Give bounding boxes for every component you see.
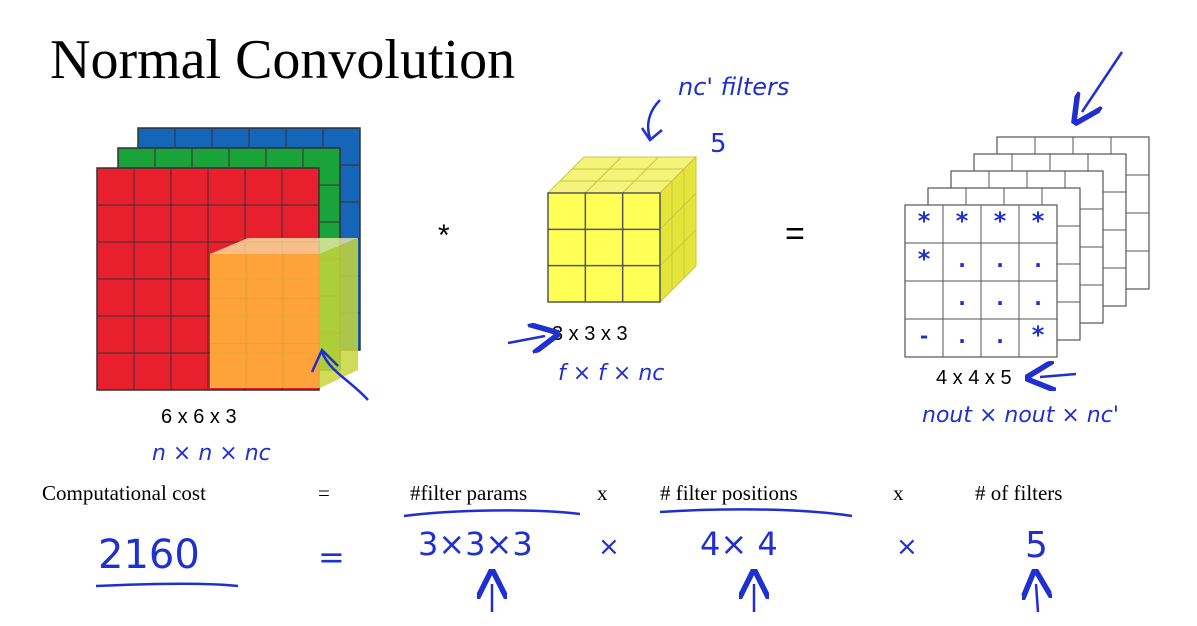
- total-cost-value: 2160: [98, 532, 200, 578]
- filter-params-underline: [403, 509, 581, 518]
- conv-operator: *: [438, 219, 450, 252]
- output-cell-mark: .: [996, 324, 1004, 348]
- output-cell-mark: *: [918, 207, 931, 235]
- cost-times-2: x: [893, 481, 904, 505]
- positions-value: 4× 4: [700, 525, 778, 563]
- output-dims-arrow-icon: [1040, 374, 1077, 377]
- grid-line: [659, 229, 697, 267]
- output-cell-mark: .: [1034, 286, 1042, 310]
- input-symbolic-label: n × n × nc: [152, 441, 271, 466]
- params-value: 3×3×3: [418, 525, 533, 563]
- output-cell-mark: *: [1032, 321, 1045, 349]
- num-filters-label: # of filters: [975, 481, 1062, 505]
- output-volume: [904, 136, 1150, 358]
- output-cell-mark: .: [958, 248, 966, 272]
- output-cell-mark: *: [956, 207, 969, 235]
- input-volume: [96, 127, 361, 391]
- output-cell-mark: .: [958, 324, 966, 348]
- handwritten-row: 2160 = 3×3×3 × 4× 4 × 5: [95, 525, 1048, 588]
- output-stack-arrow-icon: [1082, 51, 1124, 112]
- output-cell-mark: .: [958, 286, 966, 310]
- handwritten-times-2: ×: [896, 532, 918, 562]
- overlay-arrowhead-icon: [310, 347, 339, 373]
- output-cell-mark: *: [1032, 207, 1045, 235]
- handwritten-equals: =: [318, 538, 345, 576]
- filter-count-arrow-icon: [646, 99, 661, 139]
- output-cell-mark: *: [918, 245, 931, 273]
- cost-equals: =: [318, 481, 330, 505]
- filter-symbolic-label: f × f × nc: [558, 361, 664, 386]
- filter-params-label: #filter params: [410, 481, 527, 505]
- output-cell-mark: .: [1034, 248, 1042, 272]
- cost-times-1: x: [597, 481, 608, 505]
- equals-operator: =: [785, 215, 805, 253]
- grid-line: [659, 192, 697, 230]
- filter-dims-arrow-icon: [507, 336, 545, 343]
- output-grid-marks: * * * * *...... -.. *: [918, 207, 1045, 349]
- output-cell-mark: .: [996, 248, 1004, 272]
- filters-value: 5: [1025, 525, 1048, 566]
- total-underline: [95, 582, 239, 588]
- grid-line: [584, 156, 622, 194]
- filter-dims-label: 3 x 3 x 3: [552, 323, 628, 345]
- filter-cube: [546, 155, 698, 304]
- filter-count-annotation: nc' filters: [678, 73, 789, 101]
- filter-count-value: 5: [710, 129, 727, 159]
- output-cell-mark: .: [996, 286, 1004, 310]
- filters-up-arrow-icon: [1036, 584, 1038, 613]
- output-cell-mark: *: [994, 207, 1007, 235]
- handwritten-times-1: ×: [598, 532, 620, 562]
- filter-positions-label: # filter positions: [660, 481, 798, 505]
- output-cell-mark: -: [920, 324, 928, 348]
- output-symbolic-label: nout × nout × nc': [922, 403, 1119, 428]
- page-title: Normal Convolution: [50, 29, 515, 91]
- filter-positions-underline: [659, 508, 853, 518]
- output-dims-label: 4 x 4 x 5: [936, 367, 1012, 389]
- input-dims-label: 6 x 6 x 3: [161, 406, 237, 428]
- filter-position-overlay: [210, 238, 358, 388]
- filter-count-arrowhead-icon: [640, 127, 663, 142]
- cost-row: Computational cost = #filter params x # …: [42, 481, 1062, 505]
- computational-cost-label: Computational cost: [42, 481, 206, 505]
- overlay-arrow-icon: [320, 351, 369, 401]
- grid-line: [622, 156, 660, 194]
